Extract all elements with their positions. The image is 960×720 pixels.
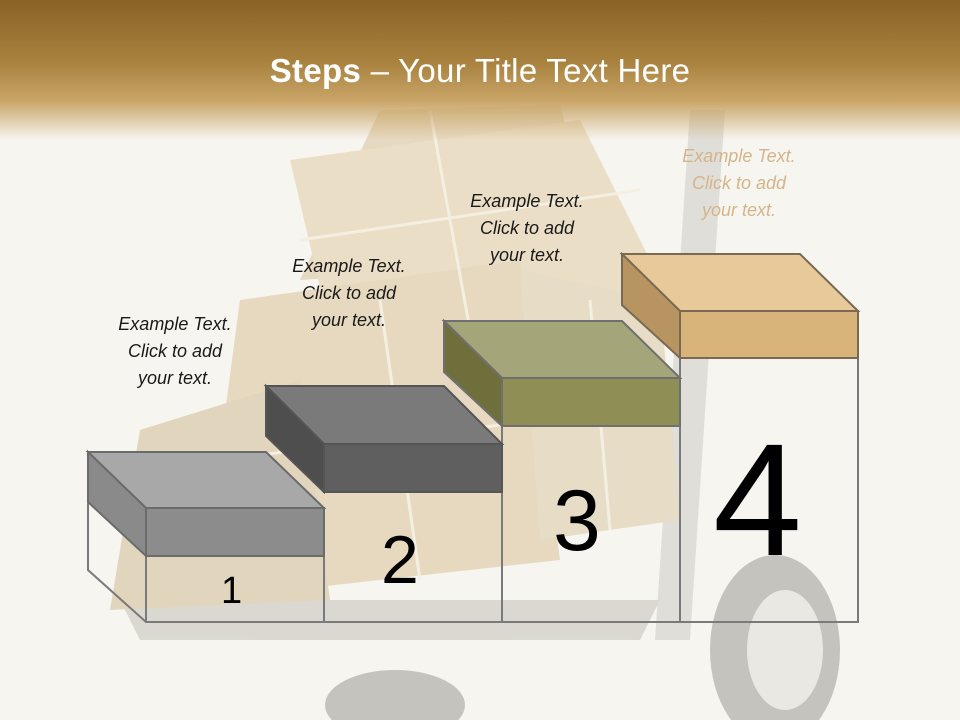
title-band: [0, 0, 960, 140]
step-3-number: 3: [553, 473, 601, 569]
caption-line: Click to add: [479, 218, 575, 238]
caption-line: your text.: [489, 245, 565, 265]
step-1-block: [85, 449, 327, 559]
step-1-caption[interactable]: Example Text. Click to add your text.: [90, 311, 260, 392]
step-4-number: 4: [713, 410, 802, 589]
slide-title[interactable]: Steps – Your Title Text Here: [0, 52, 960, 90]
step-3-block: [441, 318, 683, 429]
step-3-caption[interactable]: Example Text. Click to add your text.: [442, 188, 612, 269]
caption-line: Example Text.: [470, 191, 584, 211]
step-4-block: [619, 251, 861, 361]
caption-line: Click to add: [691, 173, 787, 193]
caption-line: Example Text.: [682, 146, 796, 166]
title-rest: – Your Title Text Here: [361, 52, 691, 89]
step-2-number: 2: [381, 522, 419, 598]
caption-line: your text.: [311, 310, 387, 330]
caption-line: Click to add: [127, 341, 223, 361]
caption-line: your text.: [701, 200, 777, 220]
step-2-block: [263, 383, 505, 495]
step-4-caption[interactable]: Example Text. Click to add your text.: [654, 143, 824, 224]
step-2-caption[interactable]: Example Text. Click to add your text.: [264, 253, 434, 334]
caption-line: Example Text.: [292, 256, 406, 276]
caption-line: Example Text.: [118, 314, 232, 334]
caption-line: your text.: [137, 368, 213, 388]
caption-line: Click to add: [301, 283, 397, 303]
title-bold: Steps: [269, 52, 362, 89]
step-1-number: 1: [221, 570, 243, 612]
